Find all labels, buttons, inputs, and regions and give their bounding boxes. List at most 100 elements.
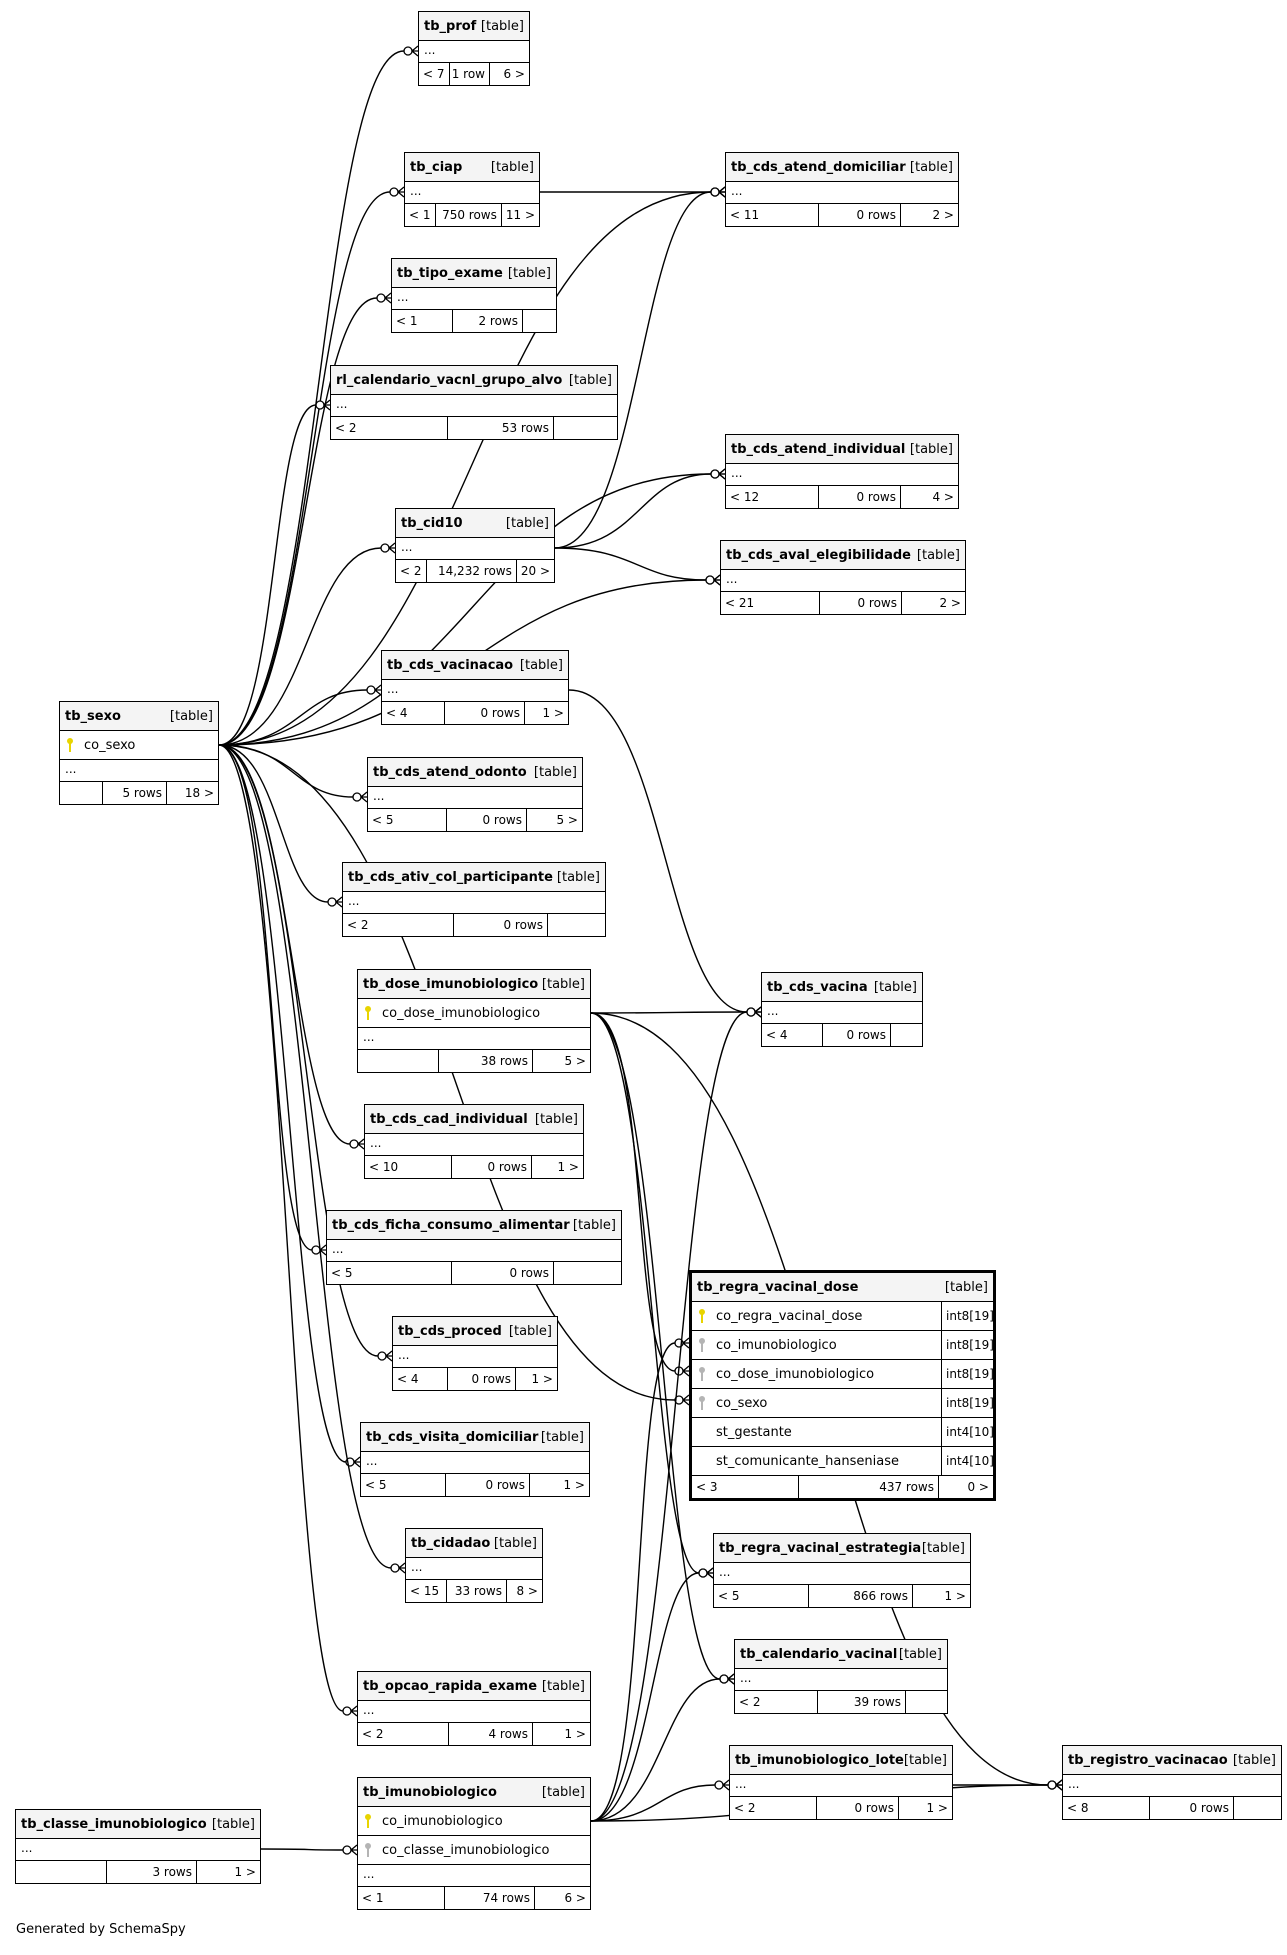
table-tb-cds-ativ-col-participante[interactable]: tb_cds_ativ_col_participante[table]...< … xyxy=(342,862,606,937)
children-link[interactable]: 0 > xyxy=(938,1476,993,1498)
table-name[interactable]: tb_ciap xyxy=(410,159,463,175)
parents-link[interactable]: < 5 xyxy=(331,1266,353,1280)
children-link[interactable]: 4 > xyxy=(900,486,958,508)
column-row[interactable]: co_imunobiologico xyxy=(358,1807,590,1836)
table-name[interactable]: rl_calendario_vacnl_grupo_alvo xyxy=(336,372,563,388)
more-columns-ellipsis[interactable]: ... xyxy=(361,1452,589,1474)
more-columns-ellipsis[interactable]: ... xyxy=(405,182,539,204)
table-name[interactable]: tb_cds_atend_odonto xyxy=(373,764,527,780)
more-columns-ellipsis[interactable]: ... xyxy=(331,395,617,417)
children-link[interactable]: 1 > xyxy=(529,1474,589,1496)
more-columns-ellipsis[interactable]: ... xyxy=(726,182,958,204)
more-columns-ellipsis[interactable]: ... xyxy=(1063,1775,1281,1797)
more-columns-ellipsis[interactable]: ... xyxy=(365,1134,583,1156)
children-link[interactable]: 2 > xyxy=(901,592,965,614)
table-tb-cds-ficha-consumo-alimentar[interactable]: tb_cds_ficha_consumo_alimentar[table]...… xyxy=(326,1210,622,1285)
parents-link[interactable]: < 2 xyxy=(362,1727,384,1741)
table-tb-regra-vacinal-estrategia[interactable]: tb_regra_vacinal_estrategia[table]...< 5… xyxy=(713,1533,971,1608)
children-link[interactable] xyxy=(547,914,605,936)
column-row[interactable]: co_sexo xyxy=(60,731,218,760)
parents-link[interactable]: < 1 xyxy=(409,208,431,222)
children-link[interactable] xyxy=(553,1262,621,1284)
parents-link[interactable]: < 3 xyxy=(696,1480,718,1494)
more-columns-ellipsis[interactable]: ... xyxy=(358,1865,590,1887)
table-name[interactable]: tb_cds_atend_individual xyxy=(731,441,906,457)
parents-link[interactable]: < 2 xyxy=(400,564,422,578)
more-columns-ellipsis[interactable]: ... xyxy=(392,288,556,310)
table-name[interactable]: tb_regra_vacinal_dose xyxy=(697,1279,859,1295)
table-name[interactable]: tb_imunobiologico_lote xyxy=(735,1752,904,1768)
children-link[interactable]: 11 > xyxy=(500,204,539,226)
parents-link[interactable]: < 2 xyxy=(739,1695,761,1709)
table-name[interactable]: tb_cds_ativ_col_participante xyxy=(348,869,553,885)
table-name[interactable]: tb_cid10 xyxy=(401,515,463,531)
parents-link[interactable]: < 5 xyxy=(365,1478,387,1492)
children-link[interactable]: 2 > xyxy=(900,204,958,226)
parents-link[interactable]: < 1 xyxy=(362,1891,384,1905)
children-link[interactable]: 6 > xyxy=(489,63,529,85)
table-name[interactable]: tb_imunobiologico xyxy=(363,1784,497,1800)
table-name[interactable]: tb_prof xyxy=(424,18,477,34)
children-link[interactable]: 1 > xyxy=(912,1585,970,1607)
table-name[interactable]: tb_registro_vacinacao xyxy=(1068,1752,1228,1768)
table-name[interactable]: tb_cds_cad_individual xyxy=(370,1111,528,1127)
table-rl-calendario-vacnl-grupo-alvo[interactable]: rl_calendario_vacnl_grupo_alvo[table]...… xyxy=(330,365,618,440)
parents-link[interactable]: < 12 xyxy=(730,490,760,504)
more-columns-ellipsis[interactable]: ... xyxy=(327,1240,621,1262)
more-columns-ellipsis[interactable]: ... xyxy=(735,1669,947,1691)
parents-link[interactable] xyxy=(60,782,102,804)
more-columns-ellipsis[interactable]: ... xyxy=(358,1028,590,1050)
children-link[interactable]: 18 > xyxy=(166,782,218,804)
more-columns-ellipsis[interactable]: ... xyxy=(393,1346,557,1368)
parents-link[interactable] xyxy=(358,1050,438,1072)
table-name[interactable]: tb_calendario_vacinal xyxy=(740,1646,898,1662)
column-row[interactable]: co_dose_imunobiologico xyxy=(358,999,590,1028)
table-name[interactable]: tb_sexo xyxy=(65,708,121,724)
table-name[interactable]: tb_cds_visita_domiciliar xyxy=(366,1429,539,1445)
children-link[interactable]: 1 > xyxy=(532,1723,590,1745)
table-name[interactable]: tb_classe_imunobiologico xyxy=(21,1816,207,1832)
more-columns-ellipsis[interactable]: ... xyxy=(368,787,582,809)
parents-link[interactable]: < 5 xyxy=(372,813,394,827)
table-name[interactable]: tb_cds_aval_elegibilidade xyxy=(726,547,911,563)
table-name[interactable]: tb_regra_vacinal_estrategia xyxy=(719,1540,922,1556)
parents-link[interactable]: < 4 xyxy=(386,706,408,720)
parents-link[interactable]: < 2 xyxy=(347,918,369,932)
parents-link[interactable]: < 4 xyxy=(397,1372,419,1386)
more-columns-ellipsis[interactable]: ... xyxy=(730,1775,952,1797)
more-columns-ellipsis[interactable]: ... xyxy=(396,538,554,560)
children-link[interactable]: 1 > xyxy=(196,1861,260,1883)
more-columns-ellipsis[interactable]: ... xyxy=(382,680,568,702)
more-columns-ellipsis[interactable]: ... xyxy=(762,1002,922,1024)
parents-link[interactable]: < 11 xyxy=(730,208,760,222)
children-link[interactable]: 20 > xyxy=(515,560,554,582)
children-link[interactable]: 5 > xyxy=(526,809,582,831)
children-link[interactable]: 1 > xyxy=(898,1797,952,1819)
table-name[interactable]: tb_tipo_exame xyxy=(397,265,503,281)
table-name[interactable]: tb_opcao_rapida_exame xyxy=(363,1678,538,1694)
table-name[interactable]: tb_dose_imunobiologico xyxy=(363,976,539,992)
children-link[interactable]: 8 > xyxy=(506,1580,542,1602)
parents-link[interactable]: < 8 xyxy=(1067,1801,1089,1815)
table-tb-classe-imunobiologico[interactable]: tb_classe_imunobiologico[table]...3 rows… xyxy=(15,1809,261,1884)
